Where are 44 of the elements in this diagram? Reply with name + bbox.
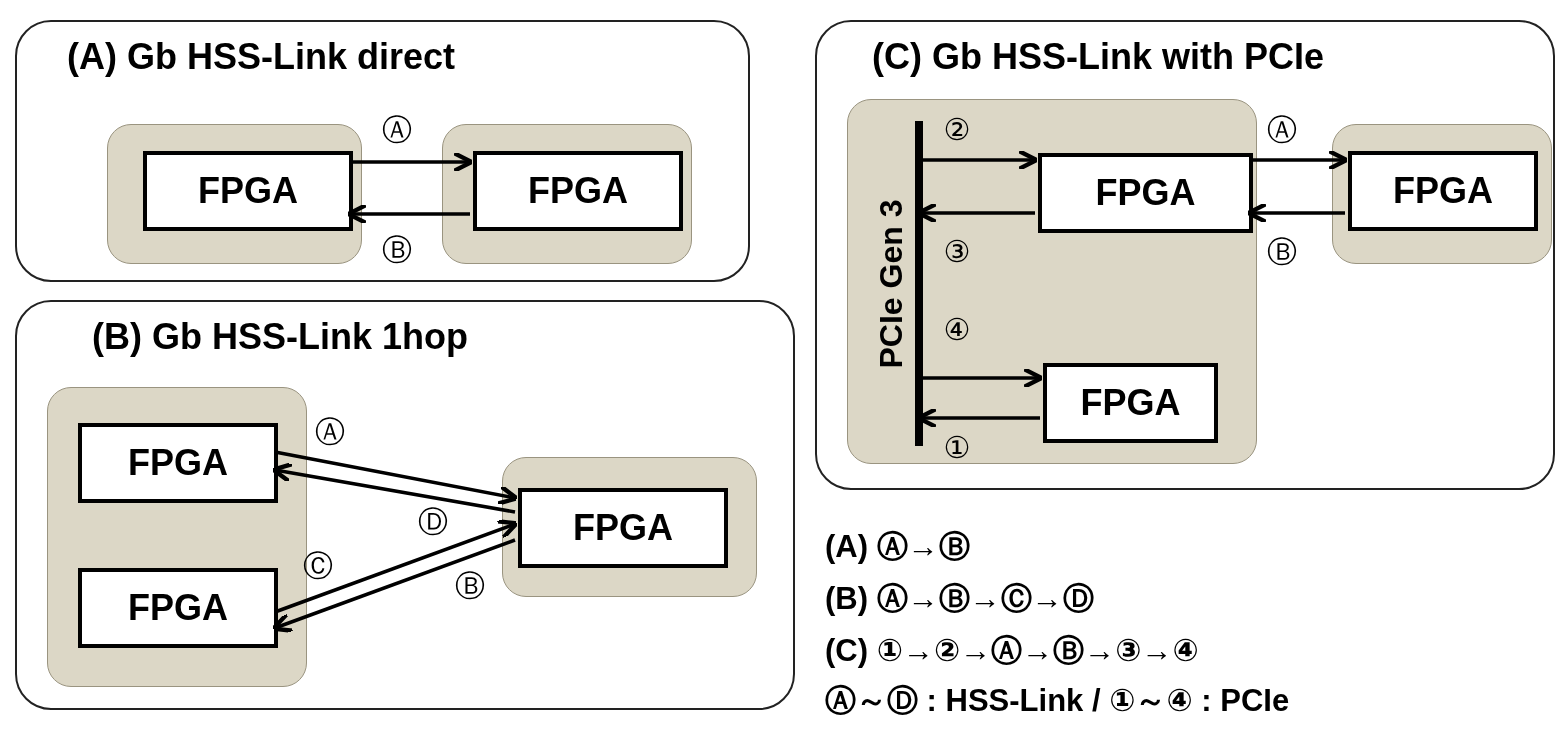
edge-label: Ⓐ: [1267, 114, 1297, 146]
arrow: [271, 538, 516, 633]
sequence-note: (B) Ⓐ→Ⓑ→Ⓒ→Ⓓ: [825, 580, 1094, 618]
arrow: [350, 151, 474, 173]
edge-label: ③: [943, 236, 971, 268]
device-card: [502, 457, 757, 597]
panel-title: (B) Gb HSS-Link 1hop: [92, 316, 468, 358]
edge-label: Ⓐ: [382, 114, 412, 146]
bus-label: PCIe Gen 3: [872, 199, 910, 368]
edge-label: Ⓑ: [455, 570, 485, 602]
process-box: FPGA: [1348, 151, 1538, 231]
arrow: [1250, 149, 1349, 171]
arrow: [346, 203, 470, 225]
edge-label: ②: [943, 114, 971, 146]
edge-label: Ⓓ: [418, 506, 448, 538]
arrow: [920, 149, 1039, 171]
panel: [15, 20, 750, 282]
sequence-note: Ⓐ～Ⓓ : HSS-Link / ①～④ : PCIe: [825, 682, 1290, 720]
process-box: FPGA: [78, 423, 278, 503]
panel-title: (C) Gb HSS-Link with PCIe: [872, 36, 1324, 78]
process-box: FPGA: [518, 488, 728, 568]
edge-label: ①: [943, 432, 971, 464]
edge-label: Ⓑ: [382, 234, 412, 266]
panel: [815, 20, 1555, 490]
arrow: [271, 461, 516, 514]
device-card: [107, 124, 362, 264]
process-box: FPGA: [1038, 153, 1253, 233]
edge-label: Ⓐ: [315, 416, 345, 448]
process-box: FPGA: [1043, 363, 1218, 443]
device-card: [1332, 124, 1552, 264]
process-box: FPGA: [143, 151, 353, 231]
device-card: [442, 124, 692, 264]
process-box: FPGA: [78, 568, 278, 648]
edge-label: Ⓒ: [303, 550, 333, 582]
sequence-note: (A) Ⓐ→Ⓑ: [825, 528, 970, 566]
arrow: [920, 367, 1044, 389]
panel-title: (A) Gb HSS-Link direct: [67, 36, 456, 78]
device-card: [847, 99, 1257, 464]
edge-label: Ⓑ: [1267, 236, 1297, 268]
process-box: FPGA: [473, 151, 683, 231]
edge-label: ④: [943, 314, 971, 346]
arrow: [1246, 202, 1345, 224]
sequence-note: (C) ①→②→Ⓐ→Ⓑ→③→④: [825, 632, 1199, 670]
panel: [15, 300, 795, 710]
